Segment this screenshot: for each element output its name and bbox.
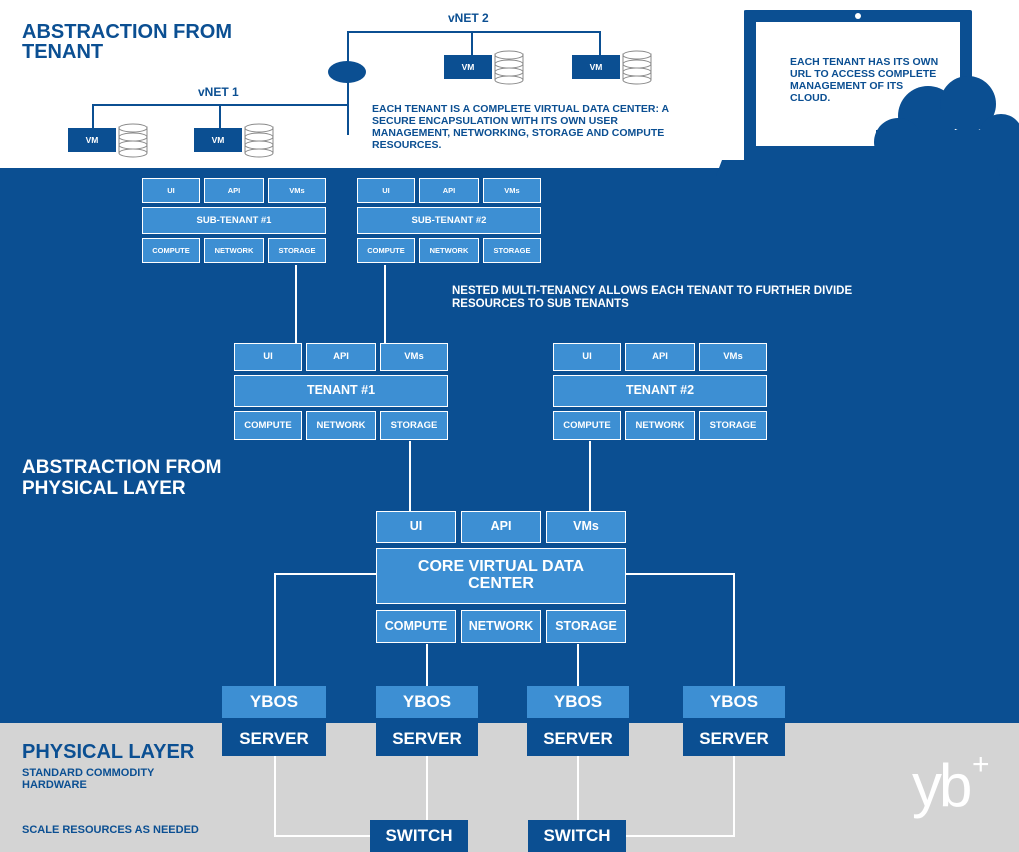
storage-disk-icon <box>622 50 652 85</box>
ybos-box: YBOS <box>683 686 785 718</box>
server-box: SERVER <box>222 722 326 756</box>
tenant-ui-box: UI <box>553 343 621 371</box>
ybos-box: YBOS <box>527 686 629 718</box>
tenant-storage-box: STORAGE <box>380 411 448 440</box>
core-compute-box: COMPUTE <box>376 610 456 643</box>
core-vms-box: VMs <box>546 511 626 543</box>
storage-disk-icon <box>494 50 524 85</box>
tenant-network-box: NETWORK <box>625 411 695 440</box>
vnet1-label: vNET 1 <box>198 85 239 99</box>
core-vdc-box: CORE VIRTUAL DATA CENTER <box>376 548 626 604</box>
sub-tenant-storage-box: STORAGE <box>268 238 326 263</box>
yb-logo: yb+ <box>912 750 989 816</box>
physical-layer-title: PHYSICAL LAYER <box>22 741 195 763</box>
sub-tenant-compute-box: COMPUTE <box>142 238 200 263</box>
switch-box: SWITCH <box>528 820 626 852</box>
server-box: SERVER <box>376 722 478 756</box>
sub-tenant-1-box: SUB-TENANT #1 <box>142 207 326 234</box>
vm-label: VM <box>444 55 492 79</box>
core-api-box: API <box>461 511 541 543</box>
logo-text: yb <box>912 752 972 819</box>
laptop-text: EACH TENANT HAS ITS OWN URL TO ACCESS CO… <box>790 56 939 105</box>
sub-tenant-2-box: SUB-TENANT #2 <box>357 207 541 234</box>
sub-tenant-vms-box: VMs <box>483 178 541 203</box>
tenant-vms-box: VMs <box>699 343 767 371</box>
sub-tenant-network-box: NETWORK <box>419 238 479 263</box>
tenant-api-box: API <box>625 343 695 371</box>
server-box: SERVER <box>683 722 785 756</box>
physical-layer-subtitle: STANDARD COMMODITY HARDWARE <box>22 767 155 791</box>
tenant-vms-box: VMs <box>380 343 448 371</box>
vm-label: VM <box>68 128 116 152</box>
sub-tenant-ui-box: UI <box>142 178 200 203</box>
server-box: SERVER <box>527 722 629 756</box>
tenant-compute-box: COMPUTE <box>234 411 302 440</box>
sub-tenant-compute-box: COMPUTE <box>357 238 415 263</box>
physical-layer-band <box>0 723 1019 852</box>
tenant-2-box: TENANT #2 <box>553 375 767 407</box>
core-ui-box: UI <box>376 511 456 543</box>
sub-tenant-network-box: NETWORK <box>204 238 264 263</box>
ybos-box: YBOS <box>222 686 326 718</box>
scale-note: SCALE RESOURCES AS NEEDED <box>22 824 199 836</box>
ybos-box: YBOS <box>376 686 478 718</box>
sub-tenant-storage-box: STORAGE <box>483 238 541 263</box>
tenant-abstraction-title: ABSTRACTION FROM TENANT <box>22 21 232 63</box>
switch-box: SWITCH <box>370 820 468 852</box>
core-storage-box: STORAGE <box>546 610 626 643</box>
sub-tenant-vms-box: VMs <box>268 178 326 203</box>
tenant-1-box: TENANT #1 <box>234 375 448 407</box>
network-hub-icon <box>328 61 366 83</box>
laptop-cloud-icon <box>716 10 1019 176</box>
vm-label: VM <box>194 128 242 152</box>
storage-disk-icon <box>118 123 148 158</box>
tenant-compute-box: COMPUTE <box>553 411 621 440</box>
tenant-network-box: NETWORK <box>306 411 376 440</box>
nested-tenancy-note: NESTED MULTI-TENANCY ALLOWS EACH TENANT … <box>452 285 853 311</box>
sub-tenant-ui-box: UI <box>357 178 415 203</box>
storage-disk-icon <box>244 123 274 158</box>
physical-abstraction-title: ABSTRACTION FROM PHYSICAL LAYER <box>22 457 222 499</box>
tenant-ui-box: UI <box>234 343 302 371</box>
tenant-description: EACH TENANT IS A COMPLETE VIRTUAL DATA C… <box>372 103 669 152</box>
core-network-box: NETWORK <box>461 610 541 643</box>
sub-tenant-api-box: API <box>204 178 264 203</box>
sub-tenant-api-box: API <box>419 178 479 203</box>
tenant-api-box: API <box>306 343 376 371</box>
vnet2-label: vNET 2 <box>448 11 489 25</box>
logo-plus: + <box>972 748 989 781</box>
vm-label: VM <box>572 55 620 79</box>
tenant-storage-box: STORAGE <box>699 411 767 440</box>
